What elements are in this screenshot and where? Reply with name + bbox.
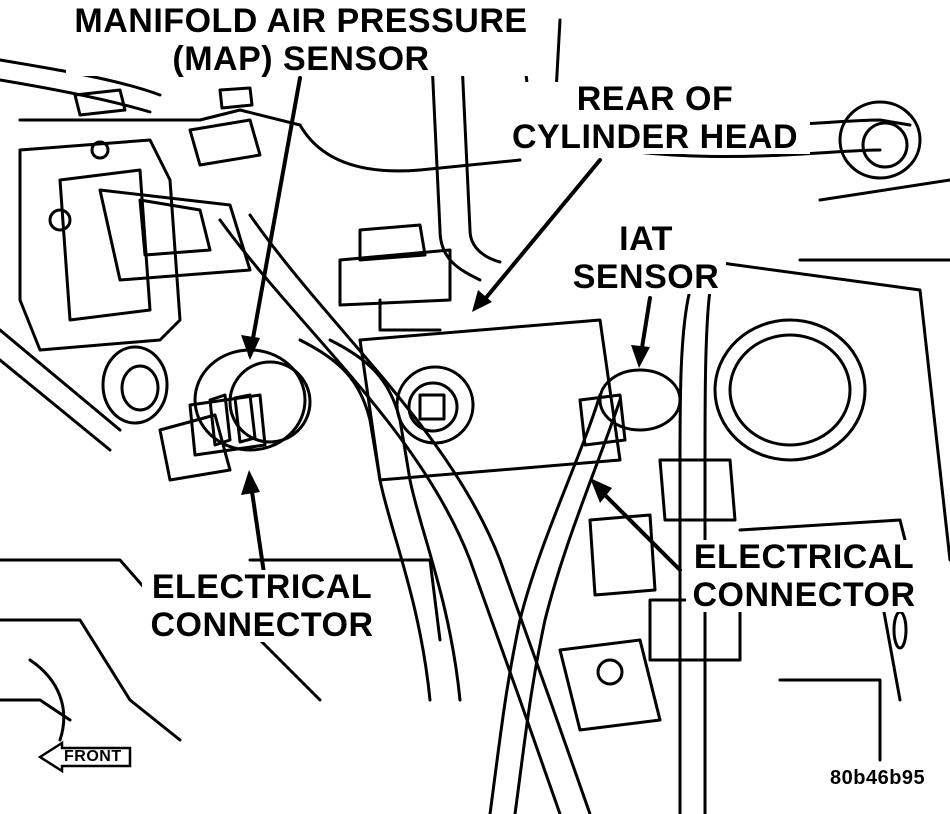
leader-lines [248,76,682,582]
left-electrical-connector-label: ELECTRICAL CONNECTOR [142,570,382,642]
left-plug [0,328,169,452]
center-bolt [338,223,452,332]
iat-sensor-body [488,368,682,814]
front-arrow-label: FRONT [64,748,122,765]
iat-sensor-label: IAT SENSOR [566,222,726,294]
right-electrical-connector-label: ELECTRICAL CONNECTOR [686,540,922,612]
front-arrow-icon [37,740,132,774]
map-sensor-body [158,348,312,482]
arrow-heads [241,290,650,503]
left-bracket [18,86,262,352]
center-plug [358,318,622,482]
hose-main [218,213,592,814]
rear-cylinder-head-label: REAR OF CYLINDER HEAD [500,82,810,154]
figure-code: 80b46b95 [830,767,926,789]
vertical-pipe [588,288,742,814]
right-port [698,258,950,562]
top-right-fitting [798,100,950,262]
map-sensor-label: MANIFOLD AIR PRESSURE (MAP) SENSOR [66,4,536,76]
